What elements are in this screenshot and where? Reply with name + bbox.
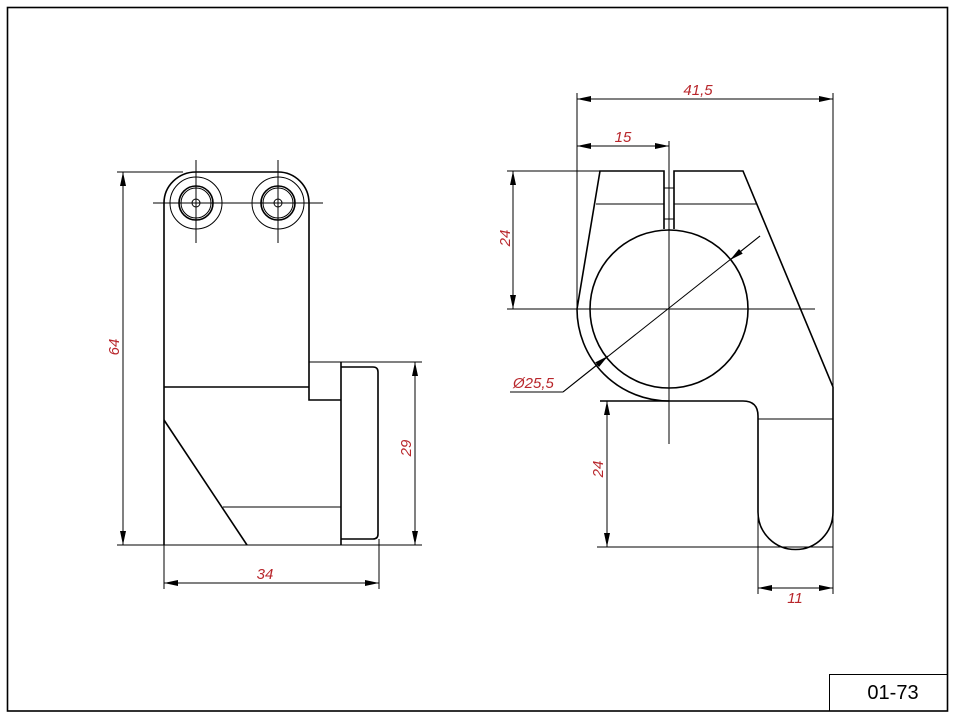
dim-tab-width-label: 11	[787, 590, 803, 607]
drawing-frame	[6, 6, 949, 712]
side-view: 64 29 34	[106, 160, 422, 589]
dim-step-label: 29	[398, 439, 415, 457]
dim-bore-diameter-label: Ø25,5	[512, 375, 555, 392]
dim-upper-height-label: 24	[497, 230, 514, 248]
dim-overall-width-label: 41,5	[683, 82, 713, 99]
dim-height-label: 64	[106, 339, 123, 356]
dim-lower-height-label: 24	[590, 461, 607, 479]
dim-slot-offset-label: 15	[615, 129, 632, 146]
drawing-number: 01-73	[867, 682, 918, 704]
front-view: 41,5 15 24 Ø25,5 24 11	[497, 82, 834, 607]
title-block: 01-73	[829, 674, 948, 712]
dim-width-label: 34	[257, 566, 274, 583]
